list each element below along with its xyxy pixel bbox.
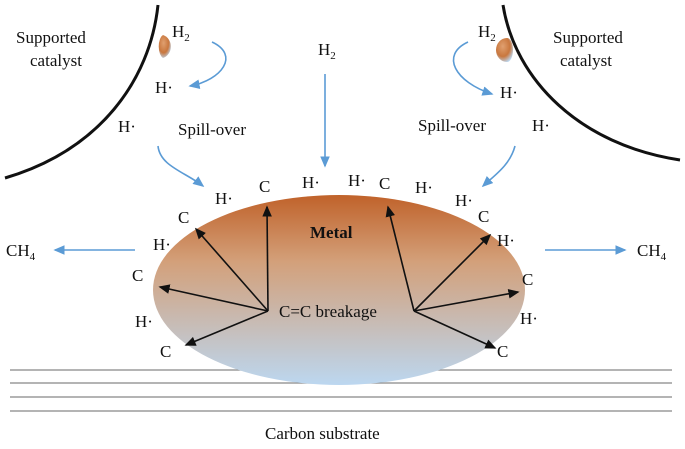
support-arc-right <box>501 4 681 162</box>
metal-particle <box>153 195 525 385</box>
radical-label: C <box>379 174 390 193</box>
spill-over-right: Spill-over <box>418 116 486 135</box>
spillover-arrows <box>53 41 627 255</box>
radical-label-h-right: H· <box>497 231 515 250</box>
radical-label: H· <box>118 117 136 136</box>
radical-label: H· <box>302 173 320 192</box>
radical-label: H· <box>155 78 173 97</box>
arrow-spillover-right <box>481 145 516 188</box>
breakage-label: C=C breakage <box>279 302 377 321</box>
radical-label: H· <box>415 178 433 197</box>
h2-top-right: H2 <box>478 22 496 44</box>
radical-label: H· <box>135 312 153 331</box>
radical-label: H· <box>348 171 366 190</box>
radical-label: H· <box>500 83 518 102</box>
radical-label: C <box>160 342 171 361</box>
supported-catalyst-left-line2: catalyst <box>30 51 82 70</box>
carbon-substrate-label: Carbon substrate <box>265 424 380 443</box>
support-arc-left <box>4 4 160 180</box>
radical-label: H· <box>532 116 550 135</box>
supported-catalyst-right-line1: Supported <box>553 28 623 47</box>
radical-label: C <box>132 266 143 285</box>
h2-top-left: H2 <box>172 22 190 44</box>
breakage-arrows <box>158 205 520 349</box>
ch4-left: CH4 <box>6 241 36 263</box>
radical-label: C <box>178 208 189 227</box>
spill-over-left: Spill-over <box>178 120 246 139</box>
h2-center: H2 <box>318 40 336 62</box>
arrow-h2-to-h-right <box>452 41 494 96</box>
radical-label: H· <box>153 235 171 254</box>
radical-label: C <box>478 207 489 226</box>
metal-label: Metal <box>310 223 353 242</box>
radical-label: C <box>522 270 533 289</box>
catalyst-dot-left <box>158 35 171 58</box>
radical-label: H· <box>520 309 538 328</box>
catalyst-dot-right <box>496 38 513 62</box>
ch4-right: CH4 <box>637 241 667 263</box>
arrow-spillover-left <box>157 145 205 187</box>
radical-label: C <box>259 177 270 196</box>
supported-catalyst-left-line1: Supported <box>16 28 86 47</box>
radical-label: C <box>497 342 508 361</box>
supported-catalyst-right-line2: catalyst <box>560 51 612 70</box>
radical-label: H· <box>455 191 473 210</box>
arrow-h2-to-h-left <box>188 41 227 89</box>
radical-label: H· <box>215 189 233 208</box>
